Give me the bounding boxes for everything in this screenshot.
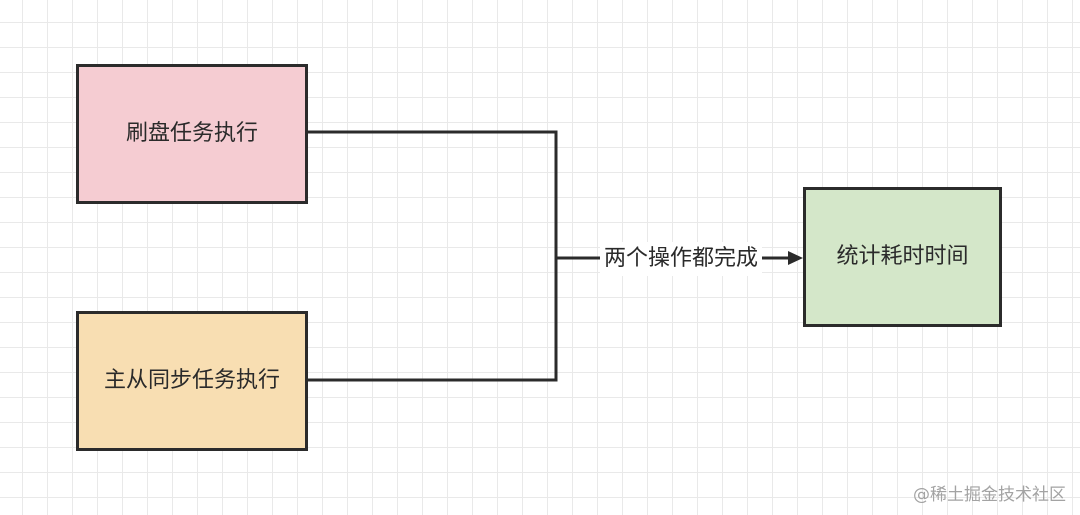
node-timing-label: 统计耗时时间: [836, 243, 969, 269]
node-flush-task-label: 刷盘任务执行: [125, 120, 258, 146]
node-sync-task-label: 主从同步任务执行: [103, 367, 280, 393]
arrowhead-icon: [788, 251, 803, 265]
edge-flush-to-merge: [308, 130, 558, 258]
node-sync-task[interactable]: 主从同步任务执行: [76, 311, 308, 451]
edge-sync-to-merge: [308, 258, 558, 382]
edge-label: 两个操作都完成: [600, 242, 763, 276]
node-flush-task[interactable]: 刷盘任务执行: [76, 64, 308, 204]
watermark: @稀土掘金技术社区: [913, 485, 1066, 505]
node-timing[interactable]: 统计耗时时间: [803, 187, 1002, 327]
